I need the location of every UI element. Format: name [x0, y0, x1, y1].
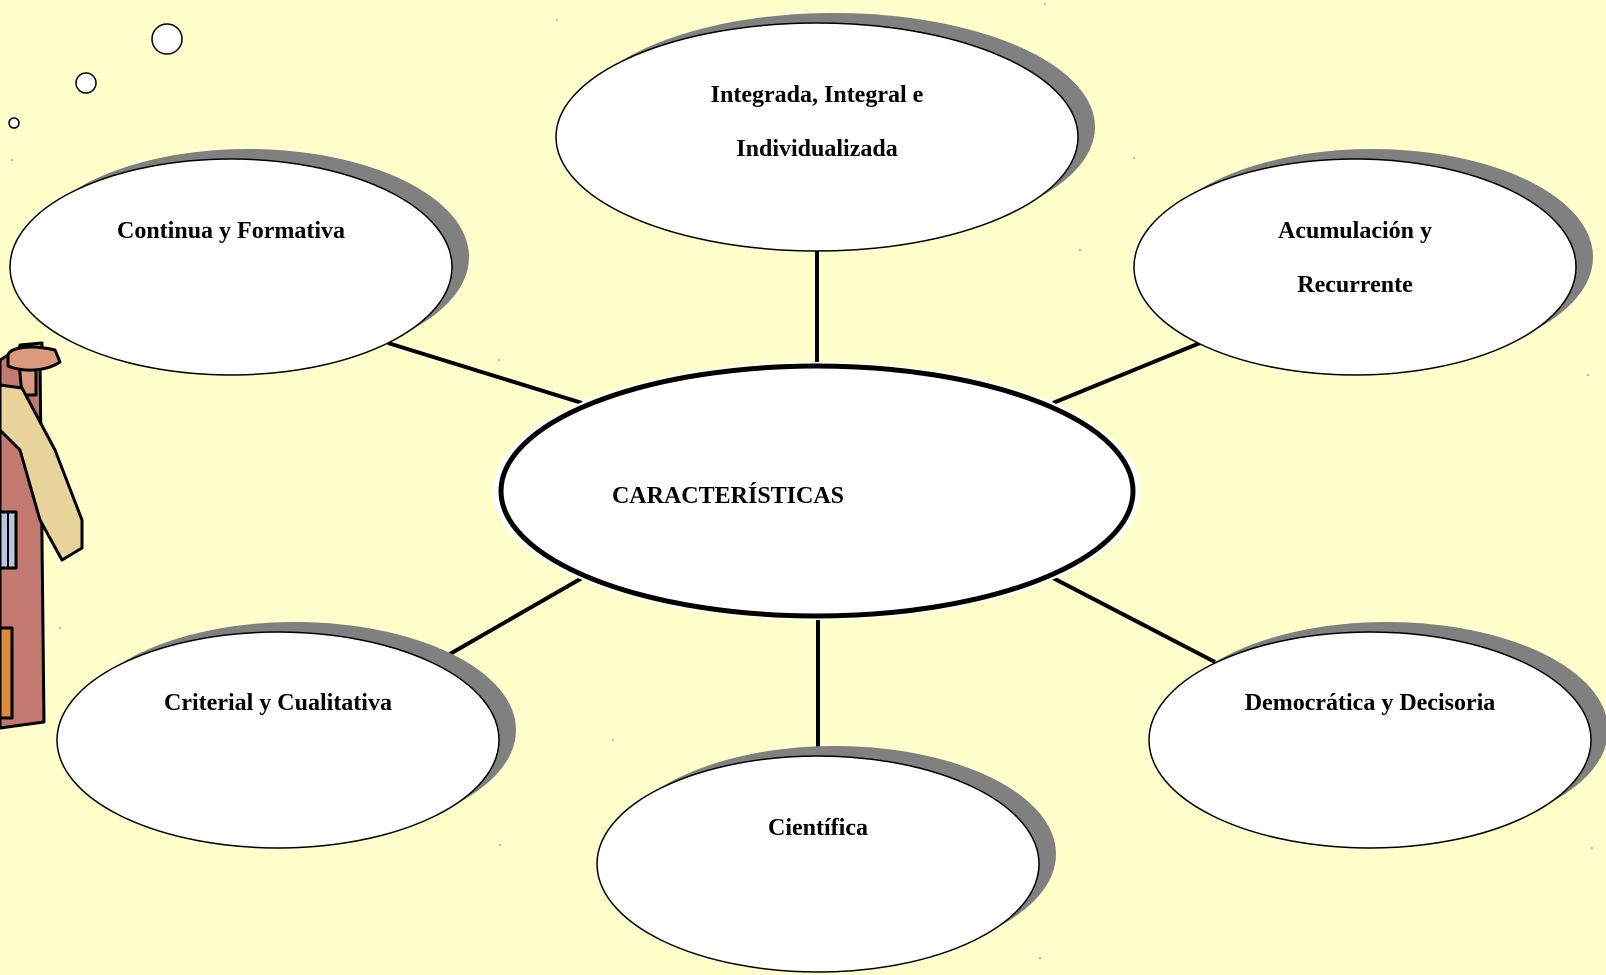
- node-label: Científica: [768, 815, 868, 841]
- node-ellipse: [1148, 631, 1592, 849]
- node-ellipse: [555, 22, 1079, 252]
- node-label: Criterial y Cualitativa: [164, 690, 392, 716]
- node-ellipse: [56, 631, 500, 849]
- connector-line-top-left: [387, 341, 583, 405]
- node-label: Democrática y Decisoria: [1245, 690, 1496, 716]
- node-bottom: Científica: [596, 746, 1056, 973]
- node-label: Continua y Formativa: [117, 218, 345, 244]
- node-bottom-right: Democrática y Decisoria: [1148, 622, 1606, 849]
- center-label: CARACTERÍSTICAS: [612, 483, 844, 509]
- thought-bubble-icon: [8, 23, 183, 129]
- node-ellipse: [596, 755, 1040, 973]
- node-label: Acumulación y: [1278, 218, 1432, 244]
- node-label: Integrada, Integral e: [711, 82, 924, 108]
- connector-line-top-right: [1052, 341, 1201, 405]
- node-label: Individualizada: [736, 136, 897, 162]
- connector-line-bottom-right: [1052, 576, 1216, 664]
- node-bottom-left: Criterial y Cualitativa: [56, 622, 516, 849]
- node-label: Recurrente: [1297, 272, 1413, 298]
- center-node: CARACTERÍSTICAS: [493, 362, 1141, 620]
- node-top-left: Continua y Formativa: [9, 149, 469, 376]
- center-ellipse: [498, 363, 1136, 619]
- node-ellipse: [9, 158, 453, 376]
- node-top: Integrada, Integral e Individualizada: [555, 13, 1095, 252]
- house-clipart-icon: [0, 341, 84, 730]
- connector-line-bottom-left: [435, 576, 583, 664]
- node-ellipse: [1133, 158, 1577, 376]
- background-specks: [11, 3, 1593, 959]
- connector-lines: [387, 251, 1216, 757]
- node-top-right: Acumulación y Recurrente: [1133, 149, 1593, 376]
